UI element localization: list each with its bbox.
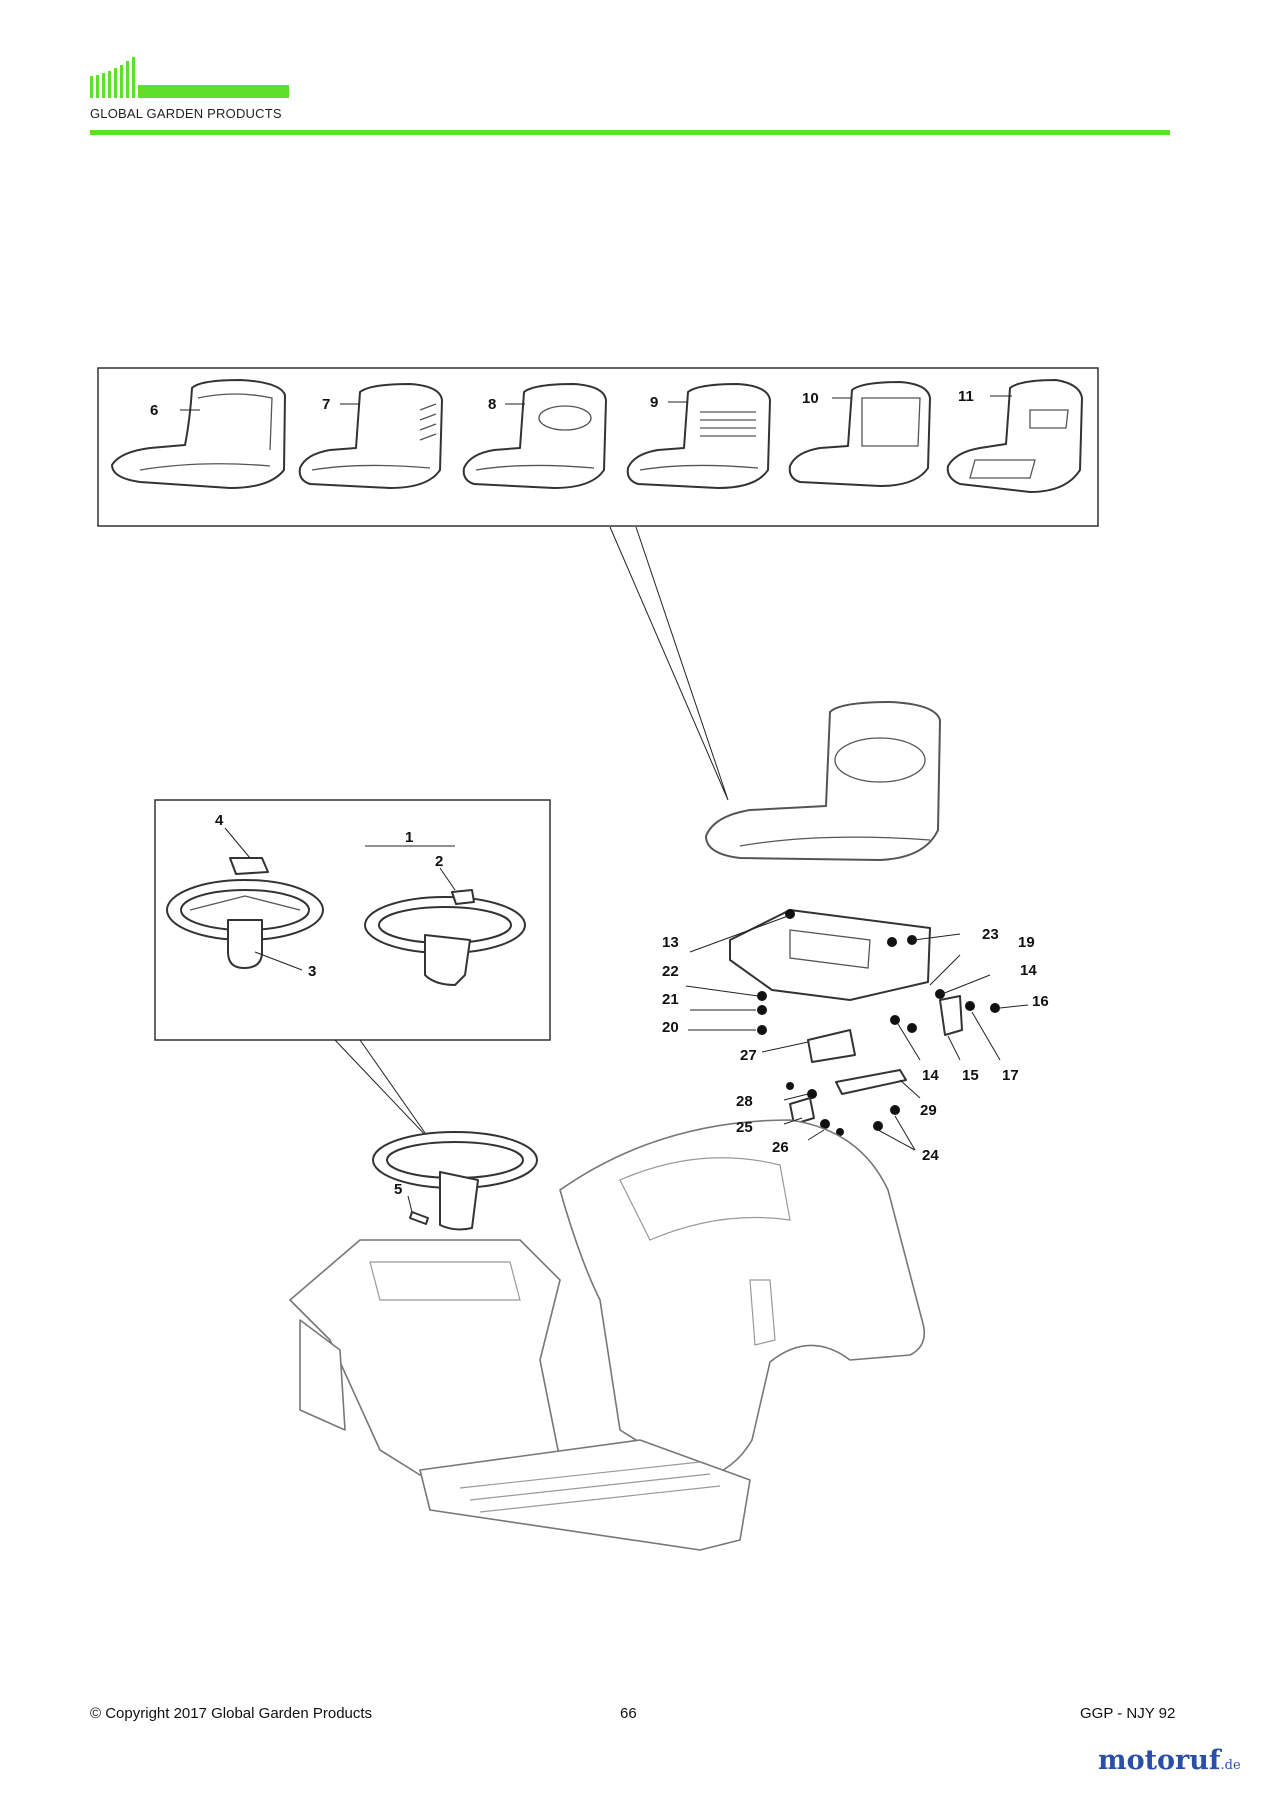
steering-callouts: 4 1 2 3 5: [215, 812, 443, 1198]
callout-21: 21: [662, 991, 679, 1008]
callout-28: 28: [736, 1093, 753, 1110]
callout-17: 17: [1002, 1067, 1019, 1084]
ggp-logo-icon: [90, 57, 289, 98]
header-rule: [90, 130, 1170, 135]
seat-option-11: [946, 379, 1083, 493]
callout-27: 27: [740, 1047, 757, 1064]
callout-13: 13: [662, 934, 679, 951]
seat-bracket: [729, 909, 1000, 1136]
seat-option-callouts: 6 7 8 9 10 11: [150, 388, 974, 419]
seat-option-9: [626, 383, 771, 489]
footer-copyright: © Copyright 2017 Global Garden Products: [90, 1705, 373, 1722]
callout-4: 4: [215, 812, 224, 829]
callout-14a: 14: [1020, 962, 1037, 979]
seat-option-7: [298, 383, 443, 489]
seat-option-8: [462, 383, 607, 489]
callout-23: 23: [982, 926, 999, 943]
footer-page-number: 66: [620, 1705, 637, 1722]
callout-1: 1: [405, 829, 413, 846]
callout-22: 22: [662, 963, 679, 980]
callout-5: 5: [394, 1181, 402, 1198]
seat-main: [705, 701, 941, 861]
callout-6: 6: [150, 402, 158, 419]
seat-assembly-callouts: 23 13 19 22 14 21 16 20 27 14 15 17 28 2…: [662, 926, 1049, 1164]
watermark-text: motoruf: [1098, 1745, 1221, 1776]
callout-29: 29: [920, 1102, 937, 1119]
steering-options-panel: [154, 799, 551, 1041]
steering-wheel-mounted: [372, 1131, 538, 1231]
callout-2: 2: [435, 853, 443, 870]
seat-options-panel: [97, 367, 1099, 527]
callout-9: 9: [650, 394, 658, 411]
callout-19: 19: [1018, 934, 1035, 951]
steering-wheel-b: [364, 889, 526, 986]
callout-24: 24: [922, 1147, 939, 1164]
callout-10: 10: [802, 390, 819, 407]
callout-26: 26: [772, 1139, 789, 1156]
callout-8: 8: [488, 396, 496, 413]
callout-20: 20: [662, 1019, 679, 1036]
callout-25: 25: [736, 1119, 753, 1136]
tractor-body: [289, 1119, 926, 1551]
callout-leaders: [180, 395, 1029, 1213]
seat-option-6: [111, 379, 286, 489]
callout-11: 11: [958, 388, 974, 405]
brand-name: GLOBAL GARDEN PRODUCTS: [90, 106, 282, 121]
steering-wheel-a: [166, 857, 324, 969]
footer-model: GGP - NJY 92: [1080, 1705, 1176, 1722]
watermark: motoruf.de: [1098, 1745, 1241, 1776]
seat-option-10: [788, 381, 931, 487]
callout-15: 15: [962, 1067, 979, 1084]
callout-14b: 14: [922, 1067, 939, 1084]
callout-16: 16: [1032, 993, 1049, 1010]
callout-7: 7: [322, 396, 330, 413]
watermark-suffix: .de: [1220, 1758, 1241, 1773]
callout-3: 3: [308, 963, 316, 980]
